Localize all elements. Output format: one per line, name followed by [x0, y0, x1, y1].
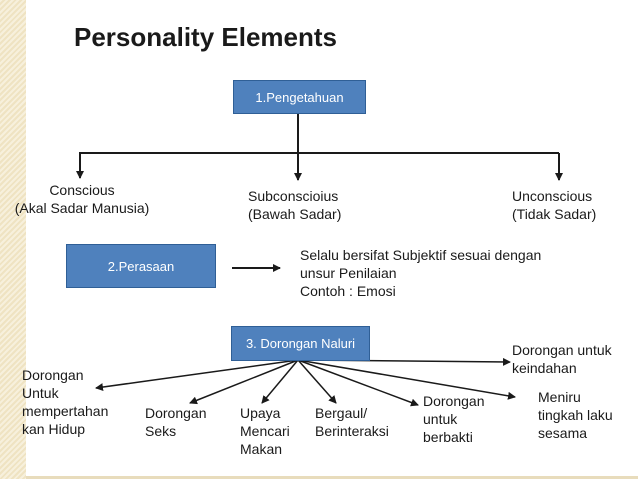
bottom-rule — [26, 476, 638, 479]
item-meniru: Meniru tingkah laku sesama — [538, 389, 613, 441]
perasaan-note: Selalu bersifat Subjektif sesuai dengan … — [300, 247, 542, 299]
label-conscious: Conscious (Akal Sadar Manusia) — [14, 182, 150, 216]
box-perasaan-label: 2.Perasaan — [107, 258, 175, 274]
item-dorongan-hidup: Dorongan Untuk mempertahan kan Hidup — [22, 367, 109, 437]
arrow-hidup — [95, 359, 299, 392]
arrow-seks — [189, 359, 299, 405]
item-bergaul: Bergaul/ Berinteraksi — [315, 405, 389, 439]
item-dorongan-keindahan: Dorongan untuk keindahan — [512, 342, 612, 376]
label-subconscious: Subconscioius (Bawah Sadar) — [248, 188, 342, 222]
box-dorongan-naluri: 3. Dorongan Naluri — [231, 326, 370, 361]
label-unconscious: Unconscious (Tidak Sadar) — [512, 188, 597, 222]
box-pengetahuan-label: 1.Pengetahuan — [255, 89, 344, 105]
arrow-meniru — [297, 359, 516, 400]
decorative-side-stripe — [0, 0, 26, 479]
item-dorongan-seks: Dorongan Seks — [145, 405, 207, 439]
box-perasaan: 2.Perasaan — [66, 244, 216, 288]
item-upaya-mencari-makan: Upaya Mencari Makan — [240, 405, 290, 457]
arrow-berbakti — [297, 359, 419, 407]
page-title: Personality Elements — [74, 22, 337, 52]
arrow-makan — [261, 359, 299, 404]
arrow-bergaul — [297, 359, 337, 404]
box-dorongan-naluri-label: 3. Dorongan Naluri — [245, 336, 356, 351]
item-dorongan-berbakti: Dorongan untuk berbakti — [423, 393, 485, 445]
box-pengetahuan: 1.Pengetahuan — [233, 80, 366, 114]
